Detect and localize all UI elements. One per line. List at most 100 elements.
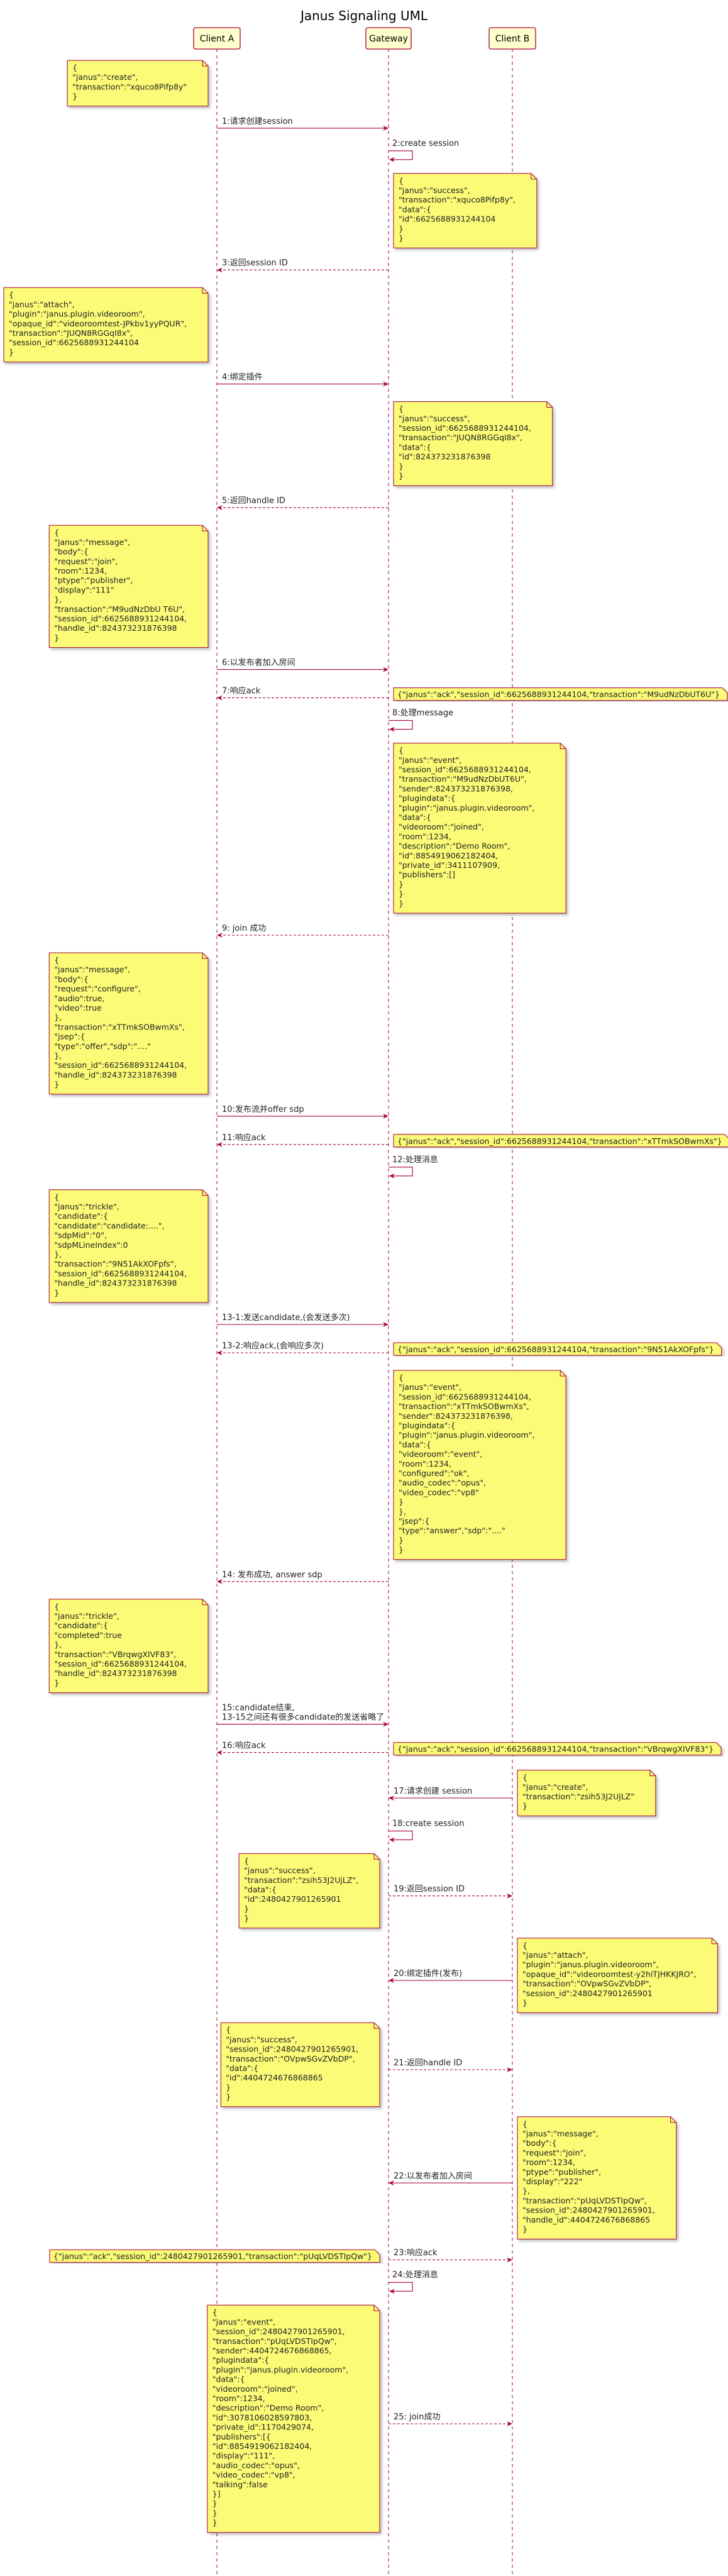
note-line: "transaction":"pUqLVDSTIpQw", (212, 2336, 337, 2346)
note-line: "publishers":[] (399, 870, 455, 879)
note-line: "description":"Demo Room", (212, 2403, 324, 2412)
message-label: 15:candidate结束, (222, 1704, 295, 1713)
note-line: "videoroom":"joined", (212, 2384, 298, 2394)
note-line: "transaction":"pUqLVDSTIpQw", (522, 2196, 647, 2205)
message-label: 17:请求创建 session (394, 1787, 472, 1796)
json-note: { "janus":"message", "body":{ "request":… (517, 2116, 677, 2240)
note-line: "request":"configure", (54, 984, 140, 994)
note-line: "display":"111" (54, 585, 114, 594)
participant-label: Client A (200, 34, 234, 44)
note-line: "sdpMLineIndex":0 (54, 1240, 128, 1250)
note-line: "plugin":"janus.plugin.videoroom", (522, 1960, 658, 1969)
note-line: "candidate":{ (54, 1621, 108, 1630)
json-note: { "janus":"attach", "plugin":"janus.plug… (3, 287, 209, 363)
message-arrow (389, 2067, 512, 2072)
message-arrow (217, 933, 389, 938)
message-label: 23:响应ack (394, 2248, 438, 2258)
note-line: "janus":"message", (54, 965, 130, 974)
message-arrow (217, 267, 389, 273)
note-line: "body":{ (522, 2138, 557, 2148)
note-line: "body":{ (54, 974, 89, 984)
json-note: { "janus":"success", "transaction":"zsih… (238, 1853, 380, 1929)
note-line: { (522, 1773, 527, 1782)
note-line: }, (54, 595, 62, 604)
note-line: } (399, 233, 404, 243)
self-message-arrow (389, 1167, 413, 1179)
self-message-arrow (389, 720, 413, 732)
note-line: }, (54, 1640, 62, 1650)
note-line: "ptype":"publisher", (522, 2167, 601, 2177)
note-line: { (54, 528, 59, 537)
note-line: { (54, 1192, 59, 1202)
note-line: } (212, 2508, 218, 2518)
message-arrow (217, 1350, 389, 1355)
message-label: 12:处理消息 (392, 1155, 438, 1165)
note-line: "jsep":{ (54, 1032, 85, 1041)
note-line: }] (212, 2489, 221, 2499)
note-line: "publishers":[{ (212, 2432, 271, 2441)
note-line: "transaction":"JUQN8RGGqI8x", (9, 328, 133, 338)
participant-label: Gateway (369, 34, 408, 44)
message-arrow (389, 1978, 512, 1983)
note-line: "transaction":"xquco8Pifp8y", (399, 195, 516, 204)
note-line: "session_id":2480427901265901, (522, 2206, 655, 2215)
note-line: { (244, 1856, 249, 1865)
json-note: { "janus":"success", "session_id":248042… (220, 2022, 380, 2107)
message-arrow (389, 1796, 512, 1801)
note-line: { (212, 2307, 218, 2317)
note-line: "data":{ (399, 813, 431, 822)
note-line: "janus":"trickle", (54, 1611, 119, 1621)
message-arrow (217, 1322, 389, 1327)
note-line: "plugin":"janus.plugin.videoroom", (399, 803, 534, 813)
message-arrow (389, 1893, 512, 1899)
note-line: "body":{ (54, 547, 89, 557)
message-label: 4:绑定插件 (222, 373, 263, 382)
note-line: "talking":false (212, 2480, 268, 2489)
note-line: } (522, 2224, 527, 2234)
ack-note: {"janus":"ack","session_id":662568893124… (393, 687, 728, 701)
note-line: "session_id":2480427901265901, (226, 2045, 358, 2054)
note-line: "janus":"attach", (9, 299, 75, 309)
ack-note: {"janus":"ack","session_id":248042790126… (49, 2249, 380, 2263)
ack-note-text: {"janus":"ack","session_id":662568893124… (397, 1345, 714, 1354)
message-arrow (217, 667, 389, 672)
ack-note: {"janus":"ack","session_id":662568893124… (393, 1742, 722, 1756)
note-line: "private_id":1170429074, (212, 2423, 314, 2432)
note-line: "janus":"success", (226, 2035, 297, 2044)
note-line: }, (399, 1507, 406, 1516)
note-line: } (399, 879, 404, 889)
note-line: { (399, 746, 404, 755)
note-line: } (9, 347, 14, 357)
note-line: } (399, 1497, 404, 1507)
note-line: }, (522, 2186, 530, 2196)
note-line: "janus":"message", (522, 2129, 598, 2138)
note-line: "janus":"event", (399, 755, 461, 765)
note-line: "data":{ (399, 204, 431, 214)
note-line: "janus":"trickle", (54, 1202, 119, 1211)
message-label: 13-1:发送candidate,(会发送多次) (222, 1313, 350, 1323)
note-line: "janus":"success", (399, 186, 470, 195)
participant-label: Client B (495, 34, 530, 44)
note-line: } (399, 471, 404, 480)
note-line: }, (54, 1013, 62, 1022)
note-line: "plugin":"janus.plugin.videoroom", (9, 309, 145, 319)
note-line: "session_id":6625688931244104, (399, 423, 531, 433)
message-label: 11:响应ack (222, 1133, 266, 1143)
note-line: "opaque_id":"videoroomtest-y2hiTJHKKJRO"… (522, 1969, 696, 1979)
note-line: }, (54, 1250, 62, 1259)
message-arrow (389, 2257, 512, 2263)
message-label: 16:响应ack (222, 1741, 266, 1751)
note-line: "type":"offer","sdp":"...." (54, 1041, 151, 1051)
message-label: 8:处理message (392, 709, 453, 718)
note-line: { (226, 2025, 231, 2035)
note-line: { (522, 1941, 527, 1950)
json-note: { "janus":"create", "transaction":"xquco… (67, 60, 209, 107)
note-line: "transaction":"OVpwSGvZVbDP", (522, 1979, 651, 1989)
note-line: "request":"join", (522, 2148, 586, 2157)
note-line: { (54, 1602, 59, 1611)
note-line: "description":"Demo Room", (399, 841, 510, 851)
note-line: "videoroom":"joined", (399, 822, 484, 831)
note-line: "session_id":6625688931244104 (9, 338, 139, 347)
note-line: } (522, 1801, 527, 1811)
note-line: "plugin":"janus.plugin.videoroom", (399, 1430, 534, 1440)
